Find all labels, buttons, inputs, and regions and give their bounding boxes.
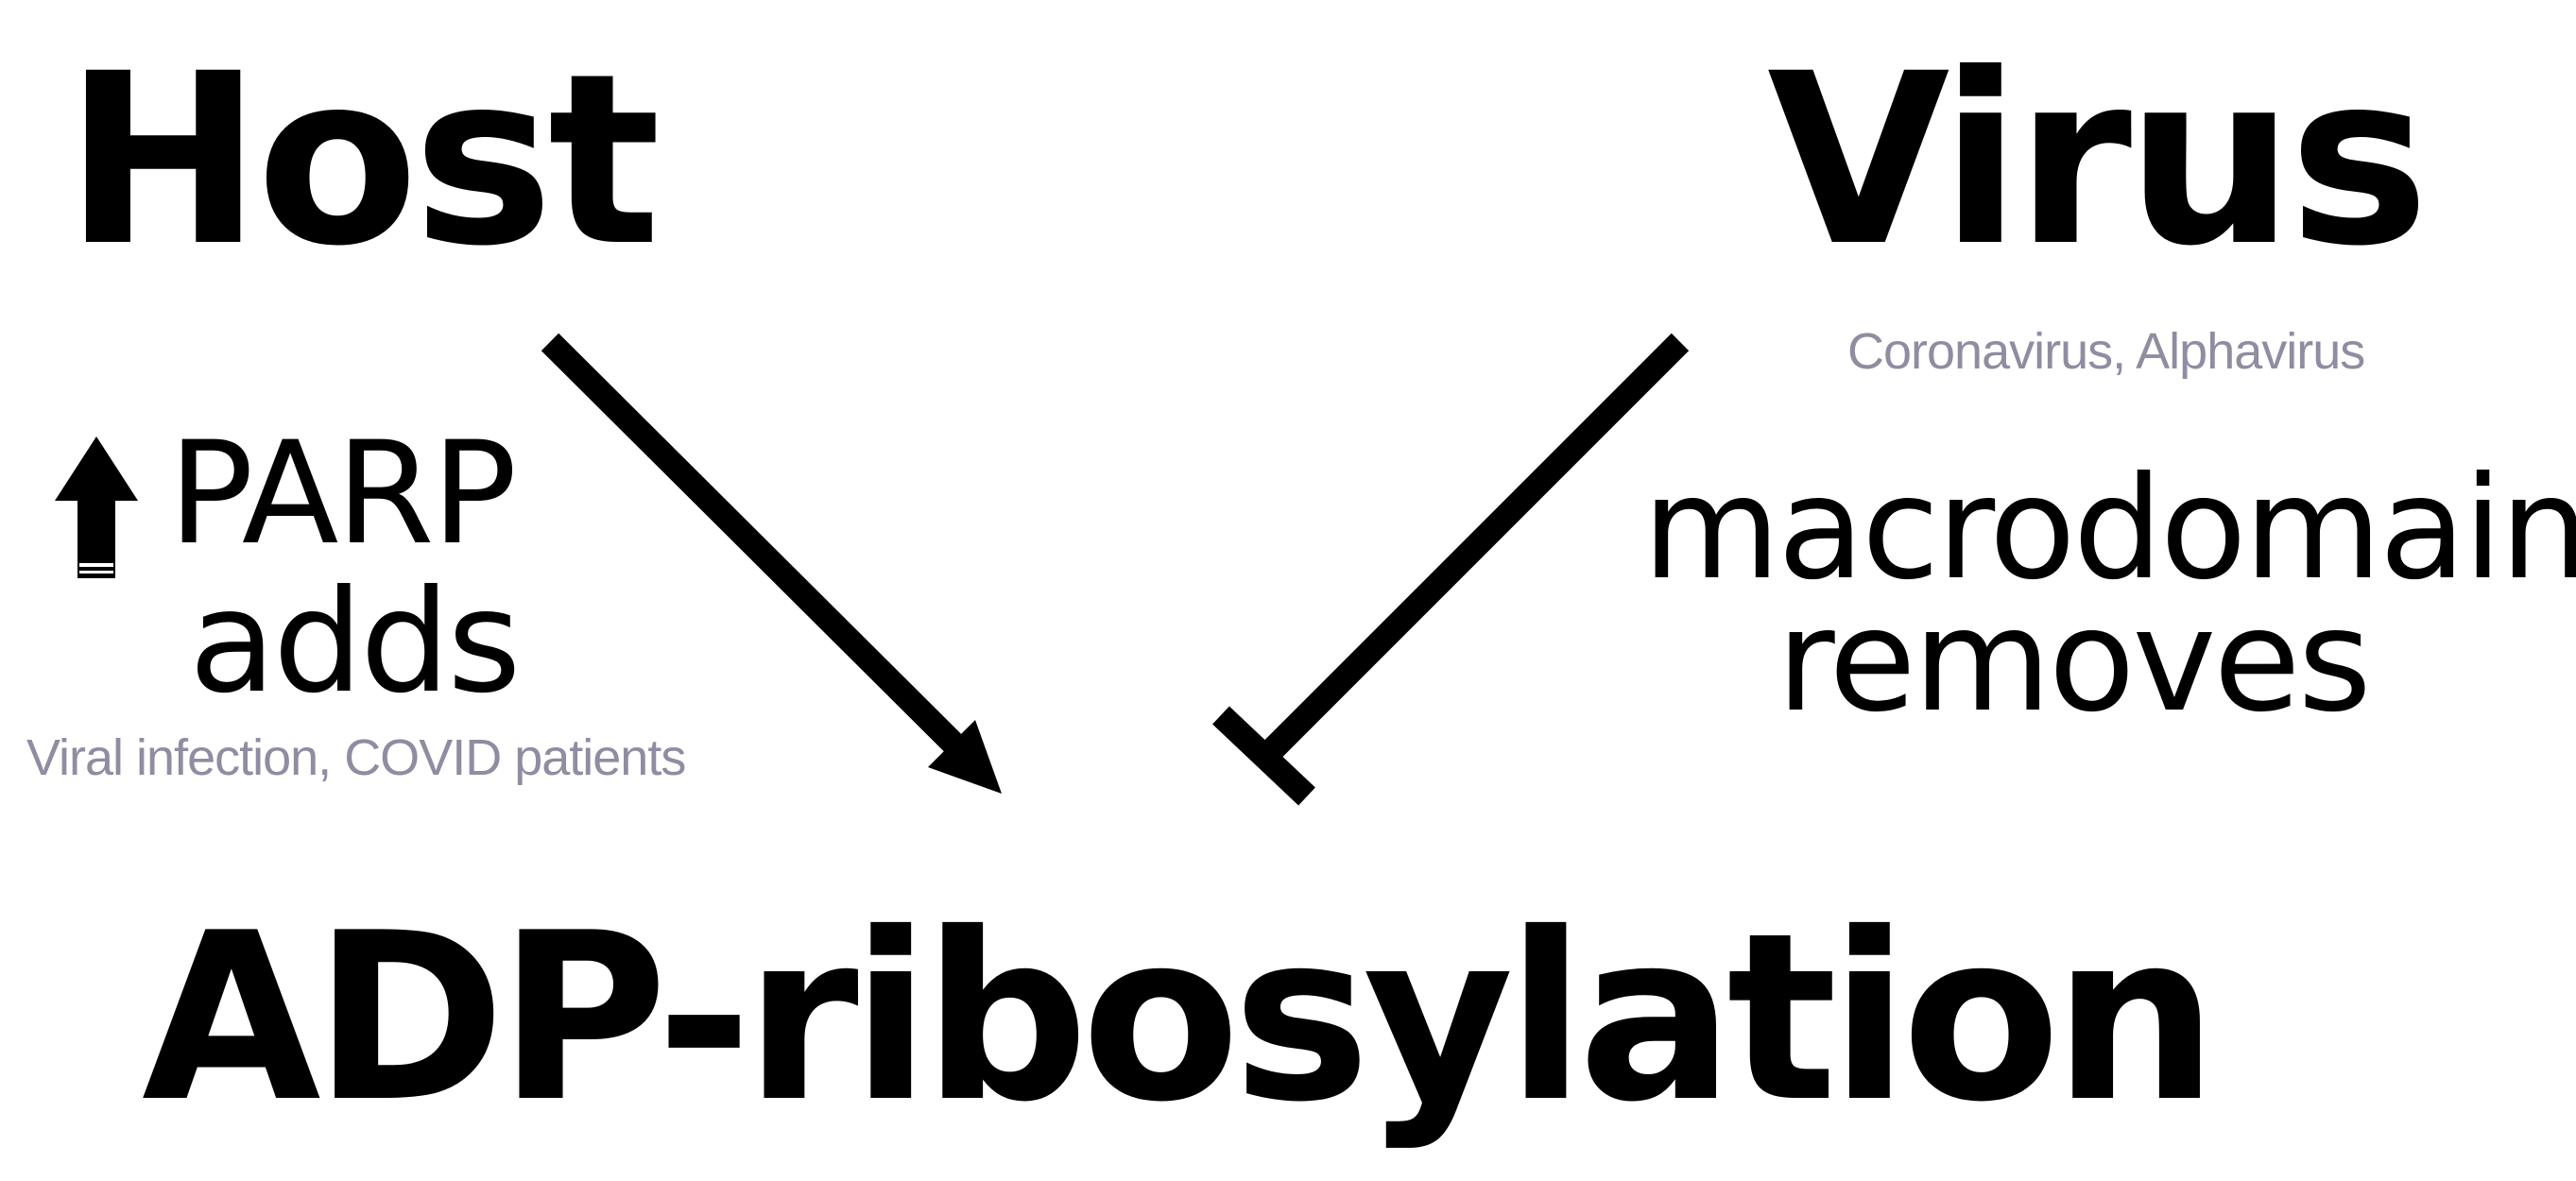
removes-label: removes (1777, 579, 2372, 744)
adds-label: adds (189, 560, 521, 725)
parp-label: PARP (168, 412, 517, 576)
adp-ribosylation-title: ADP-ribosylation (142, 883, 2218, 1153)
virus-note: Coronavirus, Alphavirus (1847, 323, 2365, 380)
up-arrow-icon (55, 436, 138, 578)
host-note: Viral infection, COVID patients (26, 729, 686, 786)
macrodomain-label: macrodomain (1642, 447, 2576, 611)
host-title: Host (64, 23, 661, 298)
virus-inhibition-tbar (1212, 333, 1690, 806)
host-activation-arrow (541, 333, 1002, 794)
virus-title: Virus (1767, 23, 2430, 298)
